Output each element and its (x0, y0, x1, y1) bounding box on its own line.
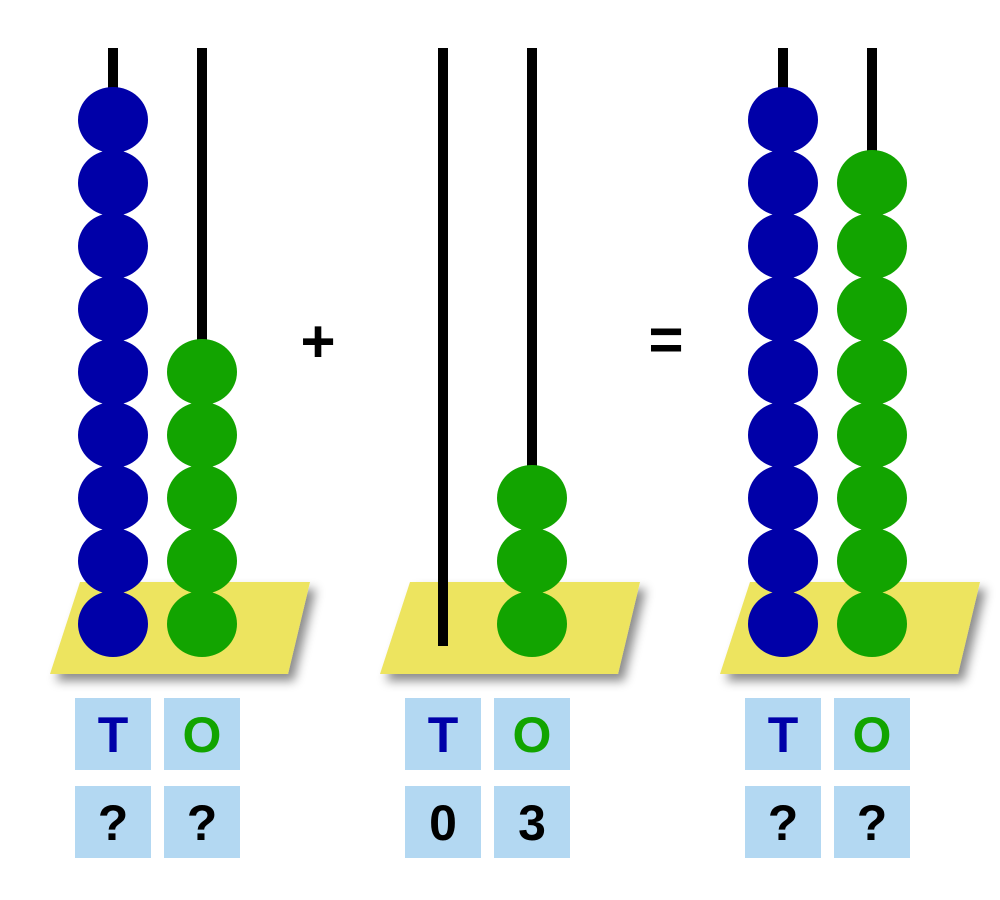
abacus-first-tens-bead (78, 591, 148, 657)
abacus-first-tens-bead (78, 528, 148, 594)
abacus-first-tens-bead (78, 465, 148, 531)
abacus-result-ones-bead (837, 528, 907, 594)
abacus-second-ones-bead (497, 465, 567, 531)
abacus-second-ones-heading: O (513, 707, 552, 763)
abacus-second-ones-rod (527, 48, 537, 646)
abacus-result-ones-bead (837, 150, 907, 216)
abacus-result-tens-heading-card (745, 698, 821, 770)
abacus-result-tens-bead (748, 276, 818, 342)
abacus-first-tens-heading-card (75, 698, 151, 770)
plus-sign: + (300, 308, 335, 375)
abacus-second-tens-heading: T (428, 707, 459, 763)
abacus-first-ones-bead (167, 402, 237, 468)
abacus-first-tens-bead (78, 87, 148, 153)
abacus-result-tens-bead (748, 465, 818, 531)
abacus-result-tens-bead (748, 591, 818, 657)
abacus-first-tens-bead (78, 276, 148, 342)
abacus-result-ones-bead (837, 465, 907, 531)
abacus-result-tens-bead (748, 150, 818, 216)
abacus-first-ones-bead (167, 528, 237, 594)
abacus-second-ones-bead (497, 528, 567, 594)
abacus-result-ones-bead (837, 591, 907, 657)
abacus-first-ones-bead (167, 339, 237, 405)
abacus-second-tens-rod (438, 48, 448, 646)
abacus-result-tens-bead (748, 213, 818, 279)
abacus-first-ones-bead (167, 591, 237, 657)
abacus-first-tens-value-card (75, 786, 151, 858)
abacus-second-tens-value-card (405, 786, 481, 858)
abacus-result-tens-bead (748, 528, 818, 594)
abacus-first-ones-bead (167, 465, 237, 531)
abacus-first-tens-heading: T (98, 707, 129, 763)
abacus-first-tens-bead (78, 339, 148, 405)
abacus-result-ones-value: ? (857, 795, 888, 851)
abacus-first-ones-heading: O (183, 707, 222, 763)
equals-sign: = (648, 306, 683, 373)
abacus-first-tens-value: ? (98, 795, 129, 851)
abacus-result-tens-value: ? (768, 795, 799, 851)
abacus-first-tens-bead (78, 150, 148, 216)
abacus-result-tens-bead (748, 339, 818, 405)
abacus-second-tens-heading-card (405, 698, 481, 770)
abacus-result-ones-bead (837, 276, 907, 342)
abacus-second-ones-value: 3 (518, 795, 546, 851)
abacus-result-ones-bead (837, 402, 907, 468)
abacus-result-tens-heading: T (768, 707, 799, 763)
abacus-second-ones-value-card (494, 786, 570, 858)
abacus-result-tens-value-card (745, 786, 821, 858)
abacus-second-ones-bead (497, 591, 567, 657)
abacus-result-tens-bead (748, 87, 818, 153)
abacus-result-ones-heading: O (853, 707, 892, 763)
abacus-result-ones-heading-card (834, 698, 910, 770)
abacus-first-tens-bead (78, 213, 148, 279)
abacus-result-tens-bead (748, 402, 818, 468)
abacus-second-tens-value: 0 (429, 795, 457, 851)
abacus-first-ones-value: ? (187, 795, 218, 851)
abacus-first-ones-heading-card (164, 698, 240, 770)
abacus-first-tens-bead (78, 402, 148, 468)
abacus-result-ones-bead (837, 339, 907, 405)
abacus-second-ones-heading-card (494, 698, 570, 770)
abacus-result-ones-bead (837, 213, 907, 279)
abacus-result-ones-value-card (834, 786, 910, 858)
abacus-first-ones-value-card (164, 786, 240, 858)
